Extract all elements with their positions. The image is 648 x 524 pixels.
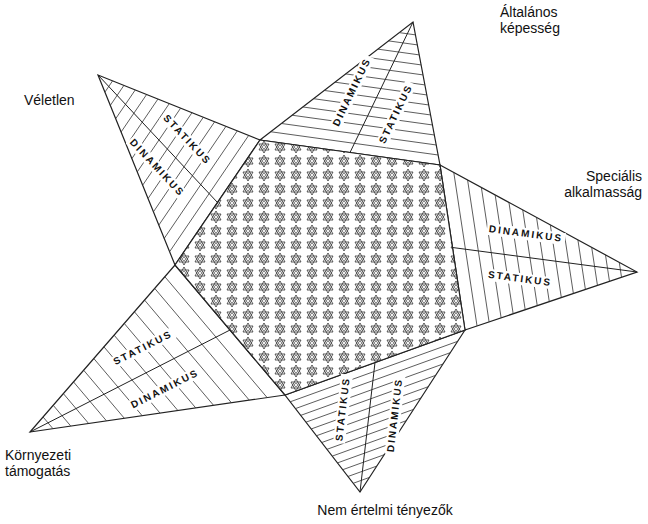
point-label: Speciális alkalmasság	[530, 168, 642, 200]
point-label: Általános képesség	[500, 4, 592, 36]
point-label: Környezeti támogatás	[5, 447, 97, 479]
center-pentagon	[175, 140, 465, 395]
arm-ridge	[453, 248, 638, 273]
arm-ridge	[360, 363, 375, 493]
point-label: Nem értelmi tényezők	[300, 502, 470, 518]
arm-ridge	[30, 330, 230, 432]
point-label: Véletlen	[24, 92, 94, 108]
arm-ridge	[98, 75, 218, 203]
